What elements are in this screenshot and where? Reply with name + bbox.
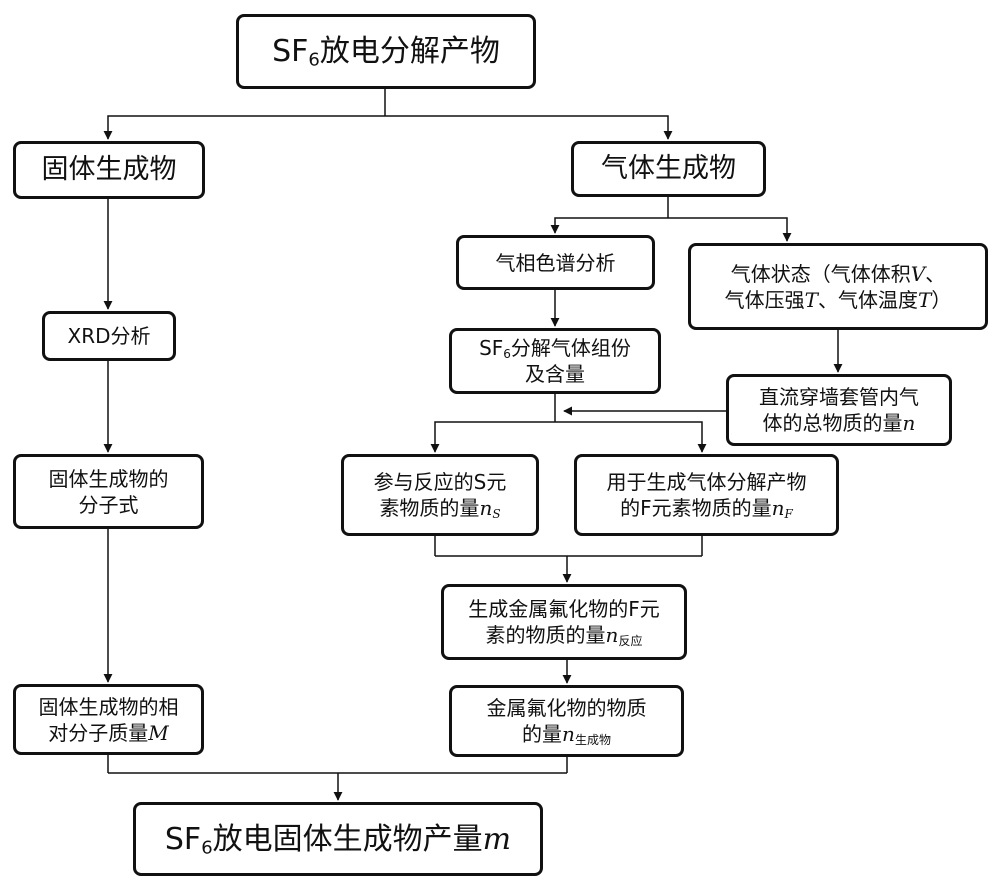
state-line1-post: 、 — [925, 261, 946, 286]
mw-line2-pre: 对分子质量 — [48, 720, 149, 745]
state-var-t2: T — [918, 287, 932, 312]
fluoride-var-sub: 生成物 — [574, 733, 611, 747]
root-text: 放电分解产物 — [319, 34, 500, 69]
solid-text: 固体生成物 — [41, 154, 177, 186]
node-sf6-gas-composition: SF6分解气体组份 及含量 — [449, 328, 661, 394]
node-gas-state: 气体状态（气体体积V、 气体压强T、气体温度T） — [688, 243, 988, 330]
xrd-text: XRD分析 — [67, 324, 151, 348]
sf6-subscript: 6 — [308, 49, 320, 71]
node-xrd-analysis: XRD分析 — [42, 311, 176, 361]
s-var-sub: S — [492, 507, 501, 521]
edge-gas-gc — [550, 217, 668, 234]
node-solid-product-yield: SF6放电固体生成物产量m — [133, 802, 543, 876]
state-line1-pre: 气体状态（气体体积 — [730, 261, 911, 286]
gc-text: 气相色谱分析 — [495, 250, 616, 275]
f-var-sub: F — [784, 507, 793, 521]
state-line2-mid: 、气体温度 — [818, 287, 918, 312]
formula-line2: 分子式 — [78, 492, 139, 517]
total-line1: 直流穿墙套管内气 — [759, 385, 919, 409]
comp-line2: 及含量 — [525, 362, 585, 386]
state-line2-post: ） — [931, 287, 952, 312]
edge-root-gas — [385, 115, 673, 140]
node-gas-products: 气体生成物 — [571, 141, 766, 197]
f-var-n: n — [771, 496, 785, 520]
edge-gas-state — [668, 217, 792, 242]
sf6-prefix: SF — [272, 34, 309, 69]
node-total-gas-amount: 直流穿墙套管内气 体的总物质的量n — [726, 374, 952, 446]
react-var-sub: 反应 — [618, 634, 643, 648]
f-line2-pre: 的F元素物质的量 — [620, 496, 772, 520]
node-metal-fluoride-amount: 金属氟化物的物质 的量n生成物 — [449, 685, 684, 757]
total-var-n: n — [902, 411, 916, 435]
s-var-n: n — [479, 496, 493, 520]
edge-root-solid — [103, 115, 385, 140]
comp-subscript: 6 — [503, 347, 511, 361]
node-f-element-amount: 用于生成气体分解产物 的F元素物质的量nF — [574, 454, 839, 536]
comp-line1: 分解气体组份 — [510, 336, 631, 360]
comp-prefix: SF — [479, 336, 504, 360]
formula-line1: 固体生成物的 — [48, 466, 169, 491]
node-molecular-weight: 固体生成物的相 对分子质量M — [13, 684, 204, 755]
fluoride-line1: 金属氟化物的物质 — [486, 696, 647, 720]
react-line2-pre: 素的物质的量 — [485, 623, 606, 647]
state-var-t1: T — [804, 287, 818, 312]
final-subscript: 6 — [201, 837, 213, 858]
mw-var-m: M — [148, 720, 169, 745]
fluoride-line2-pre: 的量 — [522, 722, 563, 746]
total-line2-pre: 体的总物质的量 — [762, 411, 903, 435]
react-line1: 生成金属氟化物的F元 — [468, 597, 660, 621]
node-gas-chromatography: 气相色谱分析 — [456, 235, 655, 290]
node-s-element-amount: 参与反应的S元 素物质的量nS — [341, 454, 539, 536]
state-var-v: V — [910, 261, 926, 286]
final-prefix: SF — [164, 821, 202, 857]
fluoride-var-n: n — [562, 722, 575, 746]
state-line2-pre: 气体压强 — [724, 287, 805, 312]
react-var-n: n — [605, 623, 619, 647]
s-line1: 参与反应的S元 — [373, 470, 507, 494]
final-var-m: m — [482, 821, 512, 857]
s-line2-pre: 素物质的量 — [379, 496, 480, 520]
edge-split-f — [555, 421, 707, 453]
node-f-reacting-amount: 生成金属氟化物的F元 素的物质的量n反应 — [441, 584, 687, 660]
node-sf6-decomposition-products: SF6放电分解产物 — [236, 14, 536, 89]
node-molecular-formula: 固体生成物的 分子式 — [13, 454, 204, 529]
f-line1: 用于生成气体分解产物 — [606, 470, 807, 494]
gas-text: 气体生成物 — [601, 153, 736, 185]
mw-line1: 固体生成物的相 — [38, 694, 179, 719]
edge-split-s — [430, 421, 555, 453]
final-text: 放电固体生成物产量 — [212, 821, 483, 857]
node-solid-products: 固体生成物 — [13, 141, 205, 199]
